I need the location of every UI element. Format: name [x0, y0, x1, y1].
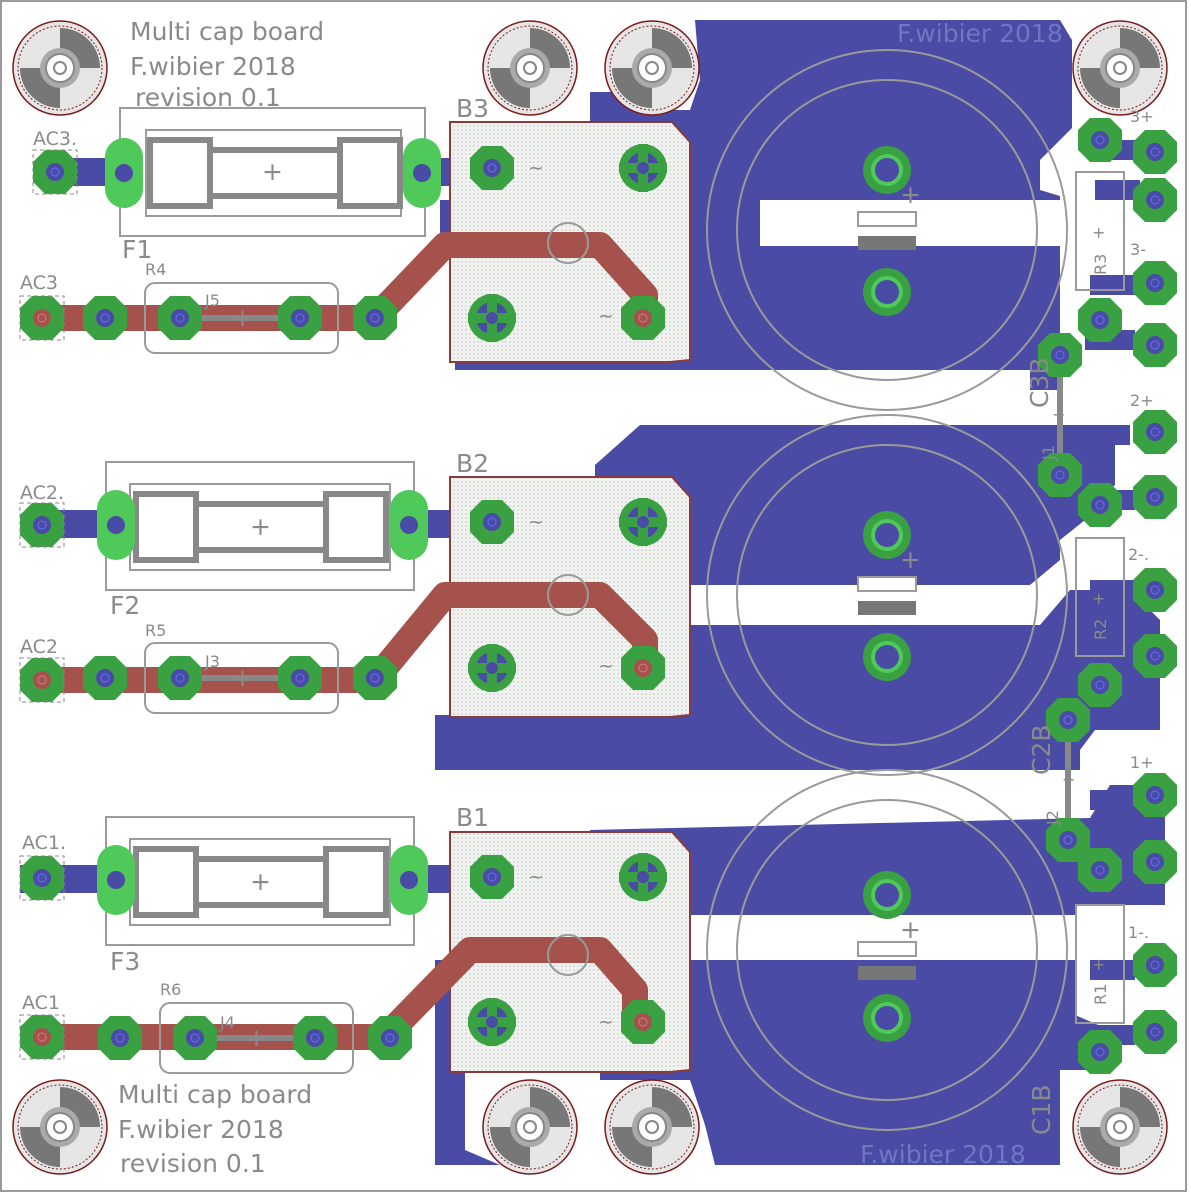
label-ac3-dot: AC3.	[33, 128, 77, 150]
label-f2: F2	[110, 591, 140, 620]
capacitor-pads: + + +	[857, 146, 921, 1042]
label-r4: R4	[145, 260, 166, 279]
svg-text:+: +	[1052, 405, 1065, 424]
svg-text:~: ~	[598, 305, 614, 327]
svg-text:~: ~	[528, 866, 544, 888]
label-j5: J5	[204, 291, 220, 310]
label-r5: R5	[145, 621, 166, 640]
label-ac2-dot: AC2.	[20, 482, 64, 504]
svg-text:~: ~	[528, 511, 544, 533]
svg-text:+: +	[250, 867, 271, 896]
label-j2: J2	[1043, 810, 1062, 826]
label-out-3-plus: 3+	[1130, 107, 1154, 126]
capacitor-outlines	[706, 49, 1068, 1131]
label-f3: F3	[110, 947, 140, 976]
label-out-3-minus: 3-	[1130, 240, 1146, 259]
svg-text:+: +	[1062, 770, 1075, 789]
revision-top: revision 0.1	[135, 83, 281, 112]
label-r6: R6	[160, 980, 181, 999]
label-out-2-plus: 2+	[1130, 391, 1154, 410]
label-j4: J4	[219, 1013, 235, 1032]
label-ac1: AC1	[22, 992, 60, 1014]
svg-text:+: +	[1092, 955, 1105, 974]
ac-input-pads	[19, 149, 78, 1060]
label-c3b: C3B	[1025, 357, 1054, 408]
label-ac3: AC3	[20, 272, 58, 294]
label-c1b: C1B	[1027, 1084, 1056, 1135]
svg-text:+: +	[232, 303, 253, 332]
label-r1: R1	[1091, 984, 1110, 1005]
bridge-pads: ~ ~ ~ ~ ~ ~	[468, 144, 667, 1046]
svg-text:+: +	[232, 663, 253, 692]
label-b3: B3	[456, 94, 489, 123]
label-b2: B2	[456, 449, 489, 478]
svg-text:+: +	[250, 512, 271, 541]
label-c2b: C2B	[1027, 724, 1056, 775]
fuse-pad-holes	[107, 164, 431, 889]
copper-credit-bottom: F.wibier 2018	[860, 1140, 1026, 1169]
label-out-2-minus: 2-.	[1128, 545, 1149, 564]
revision-bottom: revision 0.1	[120, 1149, 266, 1178]
label-b1: B1	[456, 803, 489, 832]
author-bottom: F.wibier 2018	[118, 1115, 284, 1144]
svg-text:+: +	[900, 180, 921, 209]
svg-text:+: +	[1092, 223, 1105, 242]
svg-text:~: ~	[598, 1011, 614, 1033]
svg-text:~: ~	[598, 655, 614, 677]
svg-text:+: +	[262, 157, 283, 186]
label-r3: R3	[1091, 254, 1110, 275]
board-title-top: Multi cap board	[130, 17, 324, 46]
copper-credit-top: F.wibier 2018	[897, 19, 1063, 48]
label-j3: J3	[204, 652, 220, 671]
label-out-1-plus: 1+	[1130, 753, 1154, 772]
board-title-bottom: Multi cap board	[118, 1080, 312, 1109]
svg-text:+: +	[900, 545, 921, 574]
label-r2: R2	[1091, 619, 1110, 640]
svg-text:~: ~	[528, 157, 544, 179]
author-top: F.wibier 2018	[130, 52, 296, 81]
label-f1: F1	[122, 235, 152, 264]
label-j1: J1	[1039, 445, 1058, 461]
svg-text:+: +	[900, 915, 921, 944]
label-out-1-minus: 1-.	[1128, 923, 1149, 942]
label-ac1-dot: AC1.	[22, 832, 66, 854]
svg-text:+: +	[1092, 589, 1105, 608]
svg-text:+: +	[246, 1023, 267, 1052]
label-ac2: AC2	[20, 636, 58, 658]
